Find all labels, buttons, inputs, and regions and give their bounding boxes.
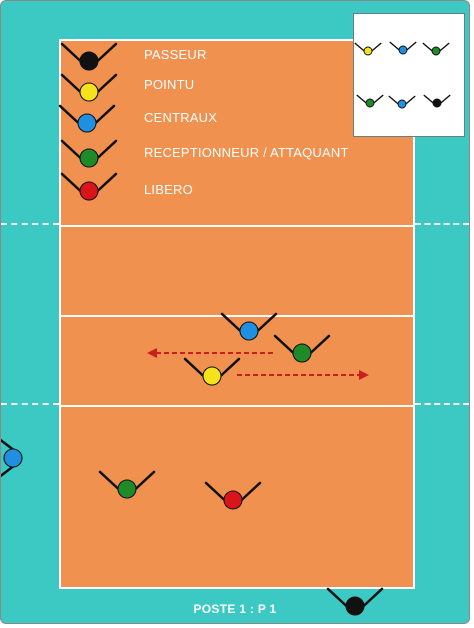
rotation-caption: POSTE 1 : P 1 [193, 602, 277, 616]
legend-icon-receptionneur [60, 139, 118, 168]
minimap-player-setter [423, 94, 451, 108]
attack-line-extension-left-bottom [1, 403, 59, 405]
legend-label-pointu: POINTU [144, 77, 195, 92]
player-middle-front [220, 312, 278, 341]
player-libero-back [204, 481, 262, 510]
rotation-minimap [353, 13, 465, 137]
attack-line-extension-right-bottom [415, 403, 469, 405]
minimap-player-middle-front [389, 41, 417, 55]
legend-icon-libero [60, 172, 118, 201]
minimap-player-receiver-back [356, 94, 384, 108]
attack-line-extension-right-top [415, 223, 469, 225]
attack-line-bottom [61, 405, 413, 407]
player-opposite-front [183, 357, 241, 386]
player-overlay [1, 41, 451, 616]
attack-line-top [61, 225, 413, 227]
player-receiver-back [98, 470, 156, 499]
minimap-player-opposite [354, 42, 382, 56]
player-receiver-front [273, 334, 331, 363]
legend-icon-pointu [60, 73, 118, 102]
legend-label-passeur: PASSEUR [144, 47, 207, 62]
player-setter-serving [326, 587, 384, 616]
legend-icon-passeur [60, 42, 118, 71]
minimap-player-receiver-front [422, 42, 450, 56]
net-line [61, 315, 413, 317]
legend-label-libero: LIBERO [144, 182, 193, 197]
legend-icon-centraux [58, 104, 116, 133]
legend-label-receptionneur: RECEPTIONNEUR / ATTAQUANT [144, 145, 349, 160]
legend-label-centraux: CENTRAUX [144, 110, 218, 125]
player-middle-sideline [1, 435, 23, 481]
minimap-player-libero [388, 95, 416, 109]
attack-line-extension-left-top [1, 223, 59, 225]
